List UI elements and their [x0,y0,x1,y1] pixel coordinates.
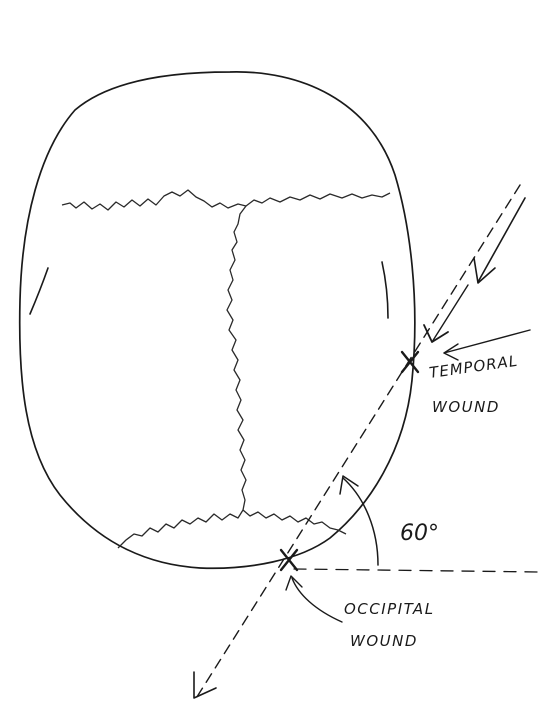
right-ear-mark [382,262,388,318]
occipital-label-line2: WOUND [350,632,418,650]
temporal-pointer-line [444,330,530,353]
temporal-pointer-arrowhead [444,344,458,360]
angle-label: 60° [400,521,439,546]
trajectory-line [195,185,520,700]
temporal-label-line2: WOUND [432,398,500,416]
temporal-wound-mark [402,352,418,372]
temporal-label-line1: TEMPORAL [428,352,519,382]
skull-outline [20,72,415,568]
exit-arrowhead [194,672,216,698]
occipital-label-line1: OCCIPITAL [344,600,435,618]
sagittal-suture [227,206,246,510]
left-ear-mark [30,268,48,314]
incoming-arrow-upper [478,198,525,282]
coronal-suture [62,190,390,210]
arrowhead-temporal [424,325,448,342]
horizontal-reference-line [294,569,540,572]
temporal-arrow-shaft [432,285,468,342]
